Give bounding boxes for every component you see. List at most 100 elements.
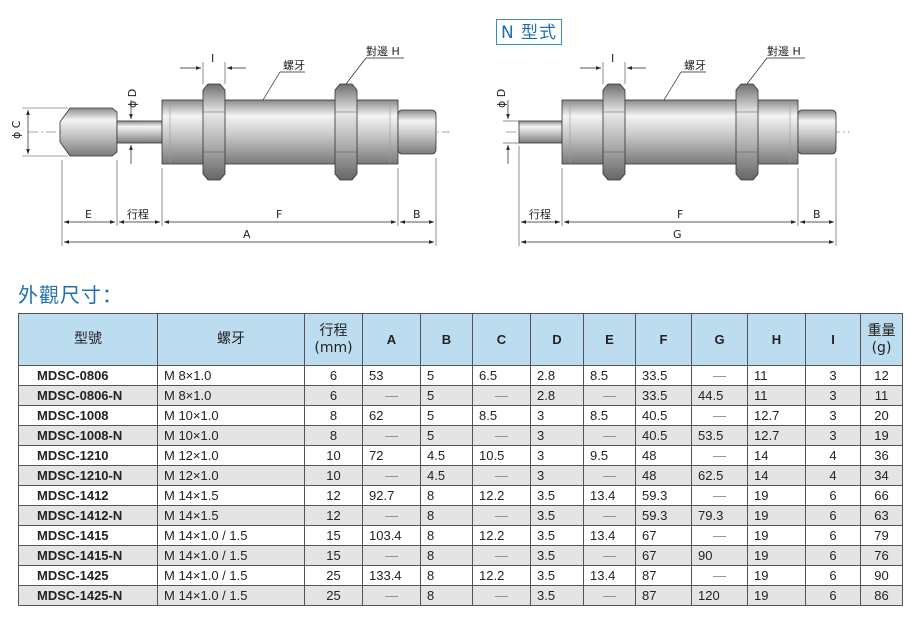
cell-i: 3 [805,365,861,386]
cell-d: 3.5 [530,485,584,506]
cell-w: 90 [860,565,903,586]
cell-b: 8 [420,505,473,526]
cell-thread: M 14×1.5 [157,505,305,526]
cell-thread: M 12×1.0 [157,445,305,466]
cell-h: 19 [747,525,806,546]
cell-w: 66 [860,485,903,506]
cell-d: 3 [530,445,584,466]
drawing-standard: ϕ C ϕ D I 螺牙 對邊 H E 行程 F B [10,44,450,246]
cell-e: 9.5 [583,445,636,466]
cell-d: 3.5 [530,545,584,566]
label-thread-n: 螺牙 [684,59,706,72]
cell-h: 11 [747,365,806,386]
cell-g: 44.5 [691,385,748,406]
technical-drawings: ϕ C ϕ D I 螺牙 對邊 H E 行程 F B [10,44,850,246]
cell-f: 59.3 [635,505,692,526]
cell-c: — [472,545,531,566]
cell-e: — [583,465,636,486]
cell-e: — [583,505,636,526]
cell-model: MDSC-1415 [18,525,158,546]
header-model: 型號 [18,313,158,366]
cell-stroke: 10 [304,465,363,486]
label-thread: 螺牙 [283,59,305,72]
cell-e: — [583,385,636,406]
cell-e: — [583,585,636,606]
cell-c: 12.2 [472,525,531,546]
cell-f: 33.5 [635,385,692,406]
cell-f: 40.5 [635,425,692,446]
cell-b: 5 [420,385,473,406]
cell-model: MDSC-1425-N [18,585,158,606]
dim-I: I [211,52,214,65]
cell-a: — [362,585,421,606]
cell-b: 4.5 [420,465,473,486]
header-G: G [691,313,748,366]
cell-g: — [691,405,748,426]
cell-model: MDSC-1210 [18,445,158,466]
cell-thread: M 14×1.0 / 1.5 [157,565,305,586]
cell-c: — [472,505,531,526]
cell-a: — [362,505,421,526]
dim-phiD: ϕ D [126,89,139,108]
cell-thread: M 14×1.0 / 1.5 [157,525,305,546]
cell-g: 120 [691,585,748,606]
cell-model: MDSC-0806-N [18,385,158,406]
cell-model: MDSC-1008-N [18,425,158,446]
cell-f: 67 [635,545,692,566]
dim-F-n: F [677,208,683,221]
cell-thread: M 8×1.0 [157,365,305,386]
cell-w: 76 [860,545,903,566]
body-end-n [797,109,837,155]
cell-d: 3.5 [530,505,584,526]
header-B: B [420,313,473,366]
cell-e: 8.5 [583,405,636,426]
cell-i: 3 [805,405,861,426]
cell-c: 8.5 [472,405,531,426]
cell-stroke: 8 [304,405,363,426]
cell-thread: M 14×1.0 / 1.5 [157,545,305,566]
dim-phiD-n: ϕ D [495,89,508,108]
cell-a: 133.4 [362,565,421,586]
cell-a: — [362,425,421,446]
cell-stroke: 15 [304,525,363,546]
body-end [397,109,437,155]
cell-c: — [472,385,531,406]
hex-nut-1 [202,83,226,181]
cell-thread: M 10×1.0 [157,405,305,426]
cell-stroke: 6 [304,385,363,406]
cell-i: 4 [805,465,861,486]
header-H: H [747,313,806,366]
cell-stroke: 10 [304,445,363,466]
hex-nut-n-1 [602,83,626,181]
cell-g: — [691,525,748,546]
cell-model: MDSC-0806 [18,365,158,386]
cell-f: 67 [635,525,692,546]
cell-b: 5 [420,405,473,426]
cell-i: 6 [805,525,861,546]
cell-a: 92.7 [362,485,421,506]
cell-thread: M 8×1.0 [157,385,305,406]
cell-h: 12.7 [747,405,806,426]
cell-f: 59.3 [635,485,692,506]
cell-b: 8 [420,585,473,606]
cell-b: 8 [420,545,473,566]
header-A: A [362,313,421,366]
cell-d: 3.5 [530,525,584,546]
cell-f: 48 [635,445,692,466]
dim-phiC: ϕ C [10,120,23,139]
cell-g: 79.3 [691,505,748,526]
cell-model: MDSC-1415-N [18,545,158,566]
cell-i: 6 [805,485,861,506]
cell-stroke: 12 [304,505,363,526]
header-F: F [635,313,692,366]
cell-i: 3 [805,425,861,446]
drawing-n-type: ϕ D I 螺牙 對邊 H 行程 F B G [495,44,850,246]
cell-i: 6 [805,505,861,526]
cell-h: 14 [747,465,806,486]
header-weight: 重量(g) [860,313,903,366]
cell-w: 63 [860,505,903,526]
